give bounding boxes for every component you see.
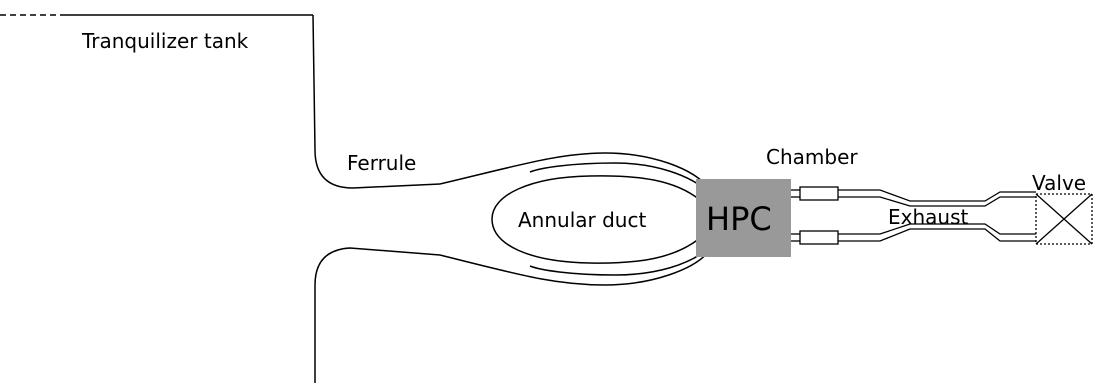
tranquilizer-tank [0,14,441,383]
ferrule-lower-outer [439,249,711,286]
chamber-upper [799,186,839,201]
exhaust-upper-line-a [838,189,1036,202]
tank-right-wall-upper [312,14,441,189]
exhaust-upper-line-b [838,196,1036,207]
valve-box [1035,193,1093,245]
exhaust-lower-line-a [838,223,1036,235]
ferrule-upper-outer [439,152,711,191]
hpc-label: HPC [706,200,772,238]
ferrule-upper-inner [529,162,711,194]
valve-label: Valve [1032,171,1086,195]
exhaust-label: Exhaust [888,205,969,229]
chamber-label: Chamber [766,145,858,169]
hpc-block [696,179,791,257]
valve-cross-b [1035,193,1093,245]
ferrule-label: Ferrule [347,151,416,175]
tank-right-wall-lower [314,247,441,383]
chamber-exhaust [791,186,1036,245]
tank-label: Tranquilizer tank [81,29,249,53]
chamber-lower [799,230,839,245]
exhaust-lower-line-b [838,228,1036,242]
annular-duct-label: Annular duct [518,208,646,232]
valve [1035,193,1093,245]
ferrule-lower-inner [529,246,711,276]
annular-duct [491,175,701,264]
ferrule-loop [439,152,711,286]
